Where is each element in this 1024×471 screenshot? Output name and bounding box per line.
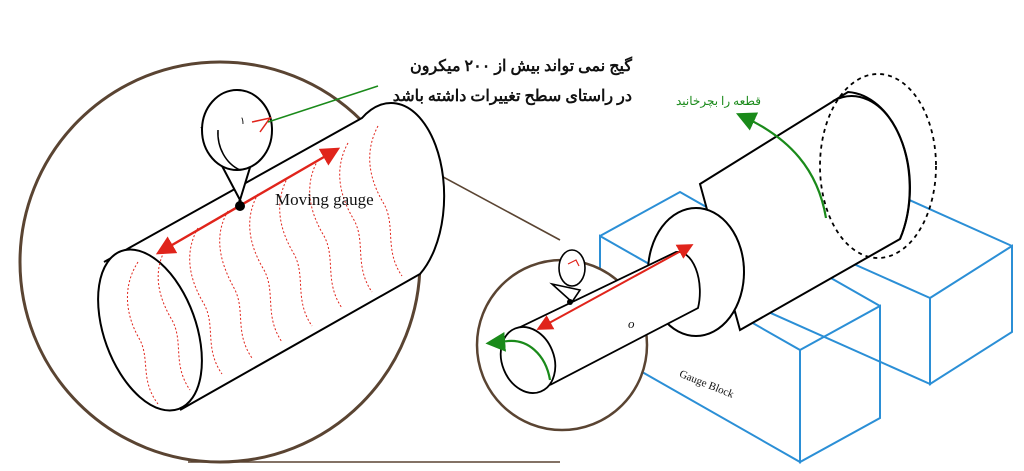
measurement-arrow xyxy=(155,147,341,255)
note-line-1: گیج نمی تواند بیش از ۲۰۰ میکرون xyxy=(409,58,632,75)
shaft-hidden-edge xyxy=(819,73,937,259)
note-leader-line xyxy=(267,85,379,123)
rotation-arrow xyxy=(736,112,828,219)
rotate-label: قطعه را بچرخانید xyxy=(676,94,761,108)
large-zoom-circle: ۱ xyxy=(18,60,446,464)
moving-gauge-label: Moving gauge xyxy=(275,190,374,209)
small-zoom-circle xyxy=(475,244,701,432)
dial-gauge: ۱ xyxy=(200,89,273,211)
dial-mark: ۱ xyxy=(240,116,245,127)
large-shaft xyxy=(698,73,937,332)
mark-o-label: o xyxy=(628,316,635,331)
note-line-2: در راستای سطح تغییرات داشته باشد xyxy=(392,88,632,105)
